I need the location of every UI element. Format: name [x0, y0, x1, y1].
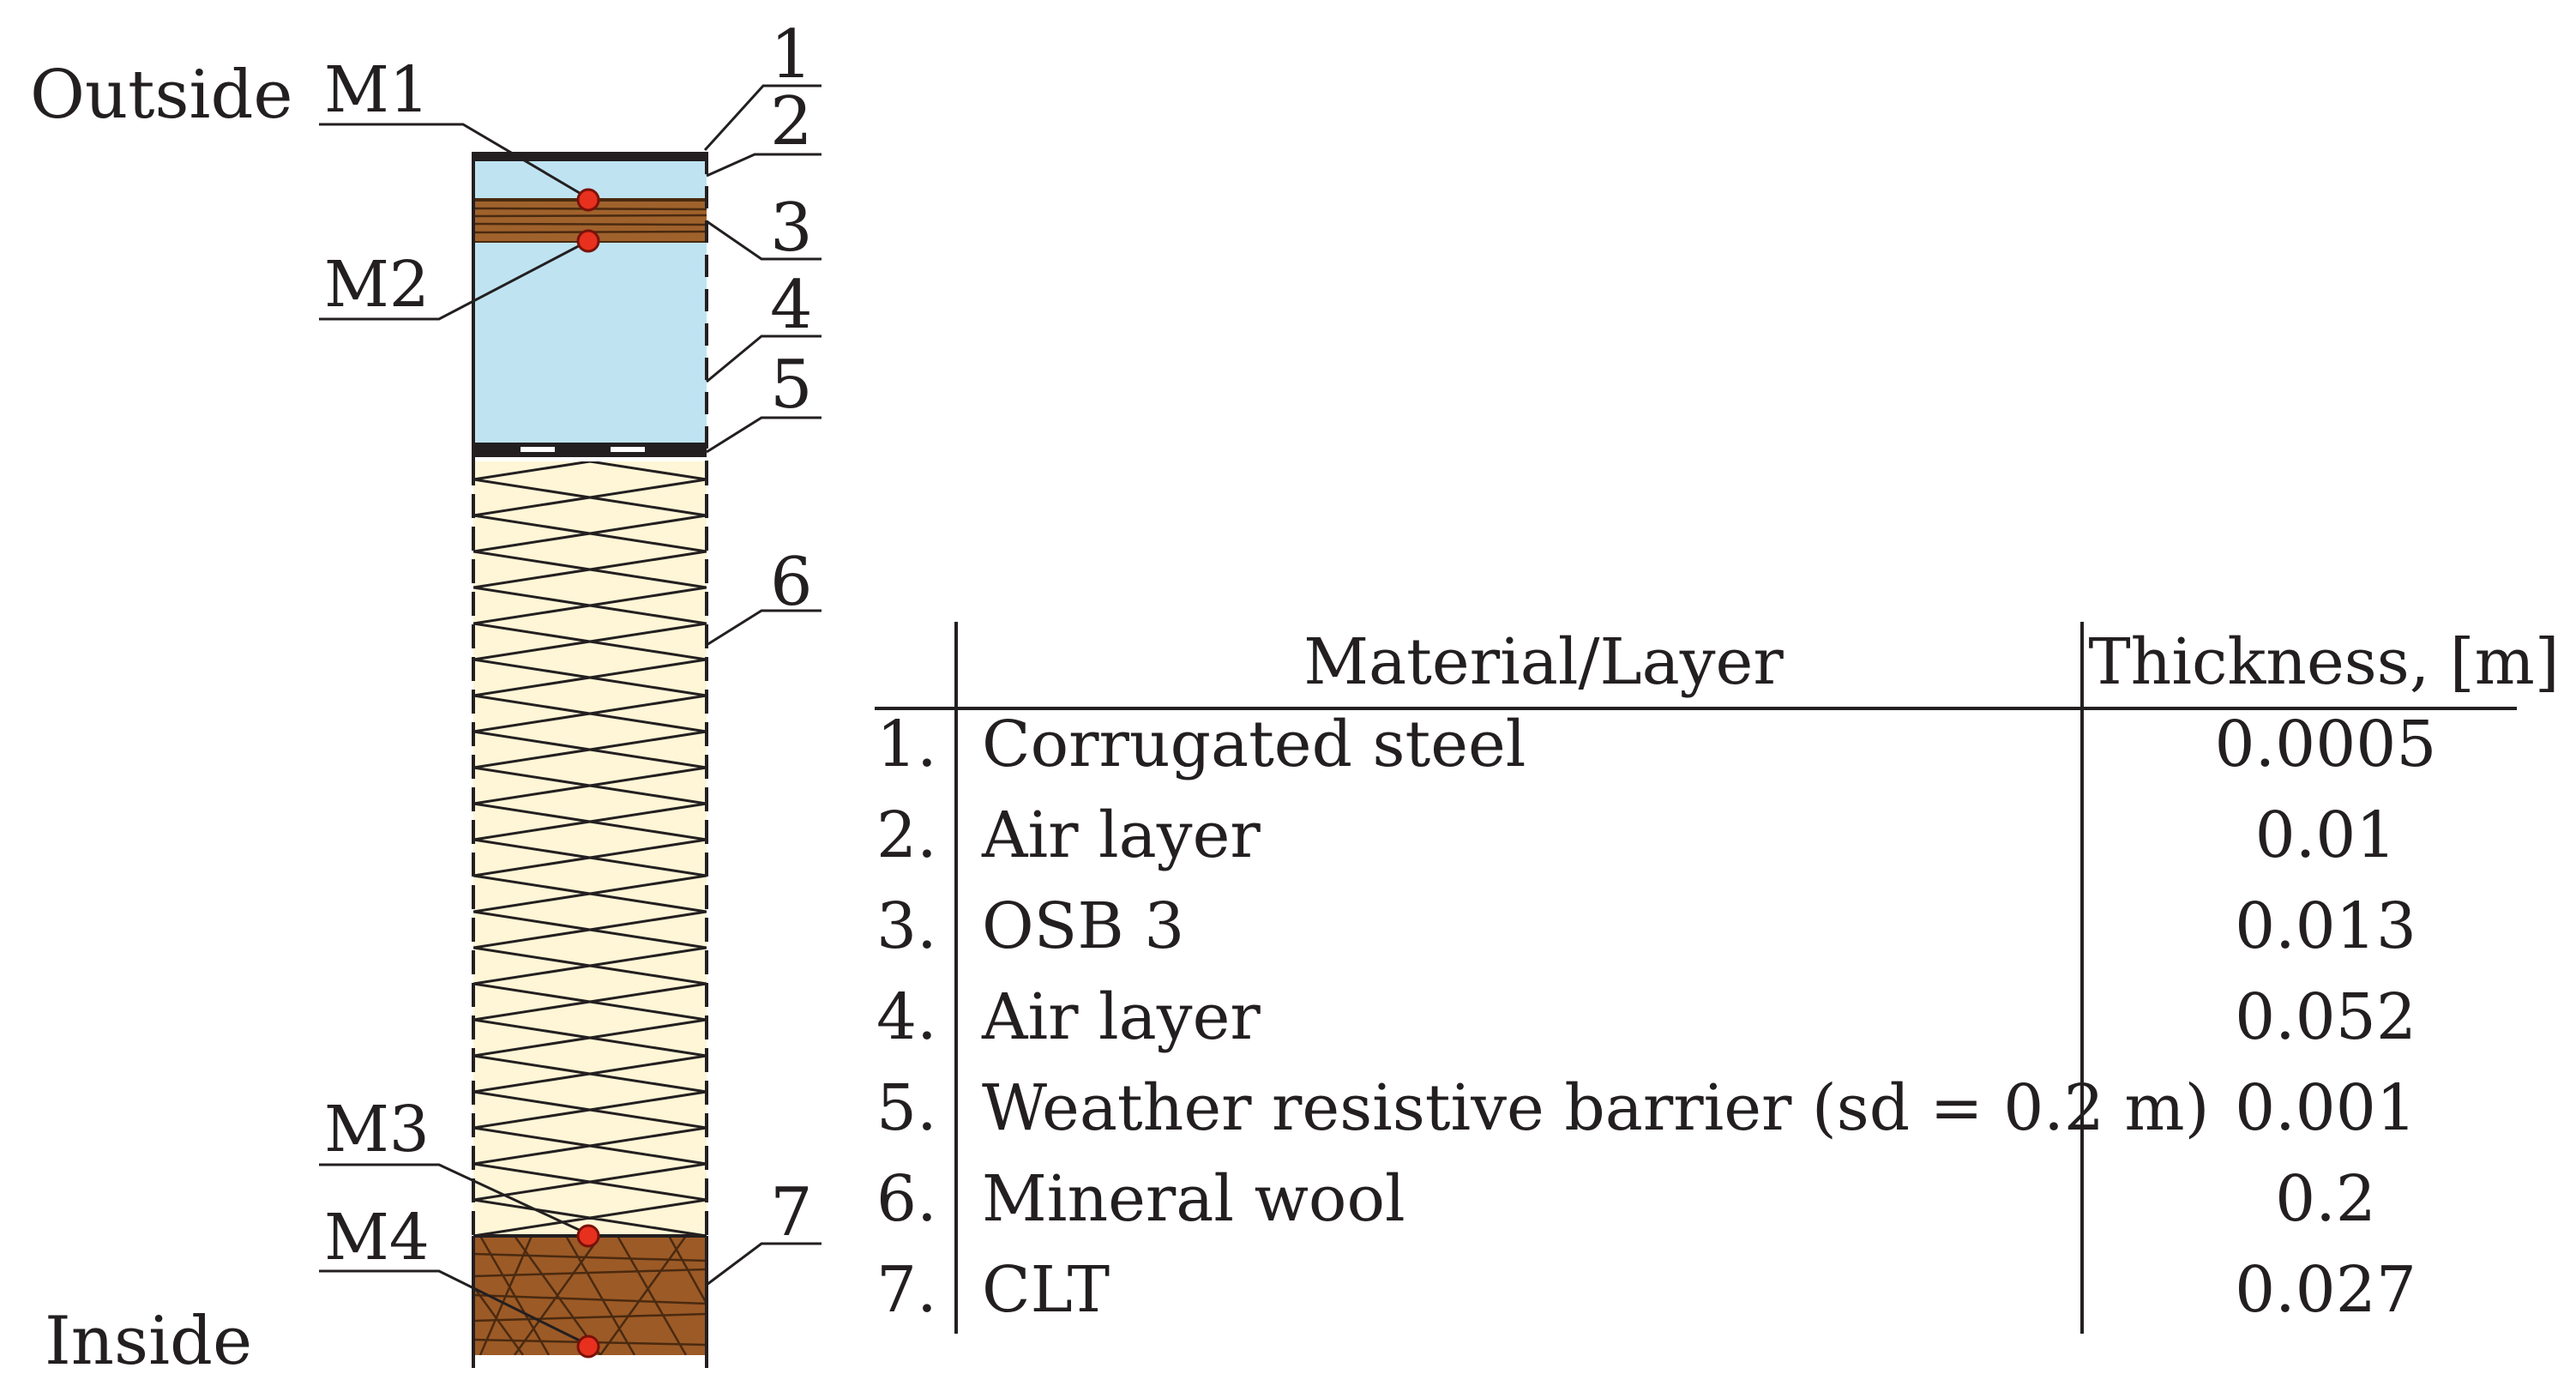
row-thickness: 0.0005	[2215, 708, 2437, 781]
layer-number-3: 3	[770, 190, 813, 267]
row-thickness: 0.027	[2235, 1253, 2417, 1327]
sensor-m1-marker	[576, 188, 600, 212]
layer-number-6-callout: 6	[706, 544, 822, 647]
mineral-wool-layer	[473, 461, 707, 1236]
row-number: 6.	[876, 1162, 937, 1236]
sensor-m2-label: M2	[324, 248, 430, 322]
row-material: Weather resistive barrier (sd = 0.2 m)	[982, 1071, 2209, 1145]
sensor-m4-marker	[576, 1335, 600, 1359]
layer-number-4-callout: 4	[706, 267, 822, 383]
row-number: 1.	[876, 708, 937, 781]
table-header: Material/Layer Thickness, [m]	[1303, 625, 2559, 699]
material-column-header: Material/Layer	[1303, 625, 1784, 699]
row-thickness: 0.052	[2235, 980, 2417, 1054]
layer-number-5-callout: 5	[706, 346, 822, 454]
sensor-m2-callout: M2	[319, 229, 600, 322]
row-material: Corrugated steel	[982, 708, 1526, 781]
table-row: 2. Air layer 0.01	[876, 798, 2396, 872]
corrugated-steel-layer	[473, 152, 707, 161]
outside-label: Outside	[30, 57, 293, 134]
row-number: 3.	[876, 889, 937, 963]
layer-number-1-callout: 1	[703, 16, 822, 152]
row-material: Air layer	[981, 798, 1261, 872]
weather-barrier-layer	[473, 443, 707, 457]
layer-number-7: 7	[770, 1174, 813, 1251]
sensor-m4-label: M4	[324, 1201, 430, 1274]
row-thickness: 0.013	[2235, 889, 2417, 963]
row-number: 5.	[876, 1071, 937, 1145]
table-row: 5. Weather resistive barrier (sd = 0.2 m)…	[876, 1071, 2417, 1145]
row-material: Air layer	[981, 980, 1261, 1054]
sensor-m3-label: M3	[324, 1093, 430, 1166]
table-row: 3. OSB 3 0.013	[876, 889, 2417, 963]
row-number: 7.	[876, 1253, 937, 1327]
row-thickness: 0.001	[2235, 1071, 2417, 1145]
layer-number-3-callout: 3	[706, 190, 822, 267]
sensor-m1-callout: M1	[319, 53, 600, 212]
thickness-column-header: Thickness, [m]	[2088, 625, 2559, 699]
row-material: CLT	[982, 1253, 1110, 1327]
layer-number-2-callout: 2	[706, 83, 822, 178]
table-row: 6. Mineral wool 0.2	[876, 1162, 2376, 1236]
layer-number-6: 6	[770, 544, 813, 621]
material-table: Material/Layer Thickness, [m] 1. Corrugat…	[875, 622, 2560, 1334]
layer-number-5: 5	[770, 346, 813, 424]
table-row: 4. Air layer 0.052	[876, 980, 2417, 1054]
row-number: 2.	[876, 798, 937, 872]
layer-number-4: 4	[770, 267, 813, 344]
table-row: 7. CLT 0.027	[876, 1253, 2417, 1327]
air-layer-4	[473, 243, 707, 443]
wall-section	[472, 152, 708, 1368]
sensor-m4-callout: M4	[319, 1201, 600, 1359]
sensor-m3-callout: M3	[319, 1093, 600, 1248]
layer-number-2: 2	[770, 83, 813, 160]
row-material: OSB 3	[982, 889, 1184, 963]
sensor-m2-marker	[576, 229, 600, 253]
row-thickness: 0.01	[2255, 798, 2397, 872]
row-material: Mineral wool	[982, 1162, 1405, 1236]
sensor-m1-label: M1	[324, 53, 430, 127]
sensor-m3-marker	[576, 1224, 600, 1248]
row-thickness: 0.2	[2275, 1162, 2376, 1236]
inside-label: Inside	[45, 1303, 252, 1380]
layer-number-7-callout: 7	[706, 1174, 822, 1287]
row-number: 4.	[876, 980, 937, 1054]
table-row: 1. Corrugated steel 0.0005	[876, 708, 2436, 781]
layer-number-1: 1	[770, 16, 813, 93]
